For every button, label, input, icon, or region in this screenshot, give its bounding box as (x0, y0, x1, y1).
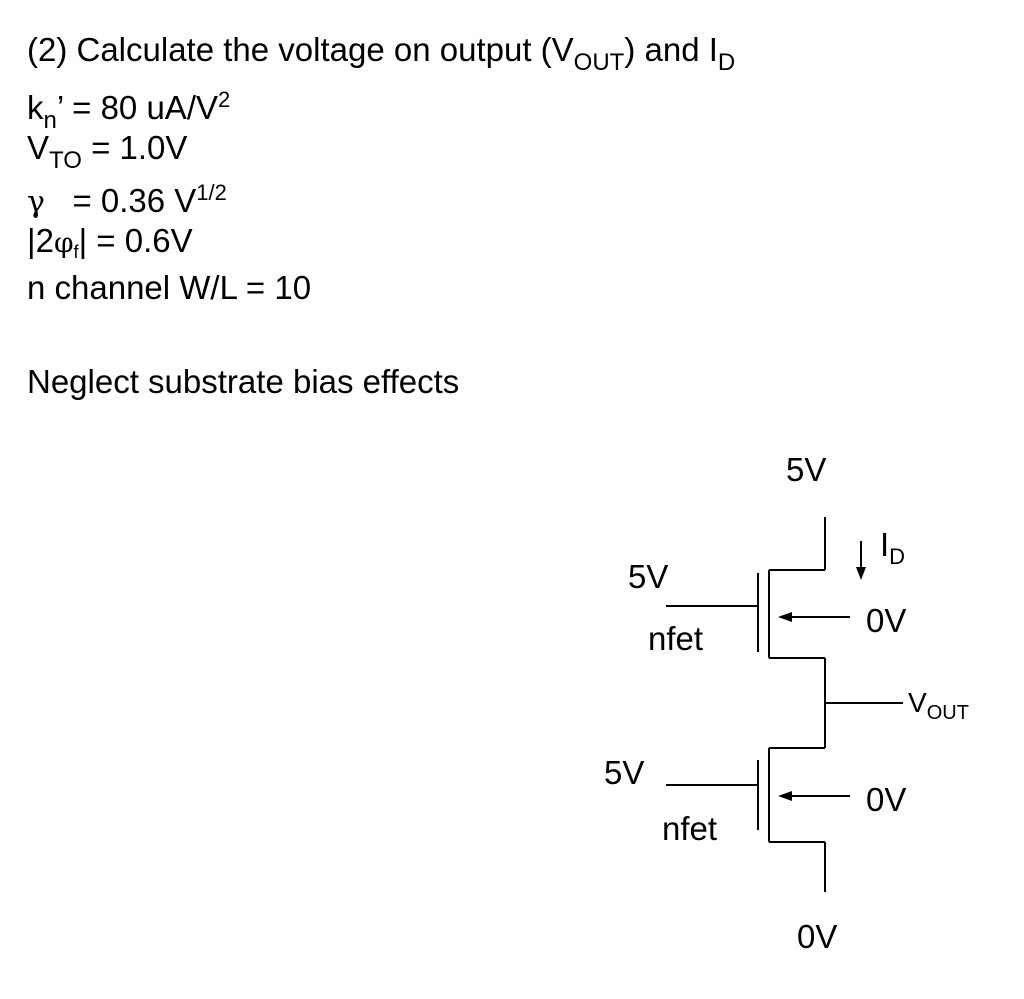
param-gamma: γ = 0.36 V1/2 (27, 180, 227, 220)
phi-symbol: φ (53, 226, 74, 259)
vout-label: VOUT (908, 687, 969, 724)
problem-title: (2) Calculate the voltage on output (VOU… (27, 31, 736, 76)
id-arrowhead (856, 567, 866, 580)
top-body-voltage-label: 0V (866, 602, 906, 639)
vout-subscript: OUT (573, 49, 625, 76)
param-phi: |2φf| = 0.6V (27, 222, 193, 262)
top-gate-voltage-label: 5V (628, 558, 668, 595)
vdd-label: 5V (786, 451, 826, 488)
param-kn: kn’ = 80 uA/V2 (27, 87, 231, 134)
top-body-arrowhead (778, 612, 792, 622)
bottom-fet-type-label: nfet (662, 810, 717, 847)
id-label: ID (880, 526, 905, 569)
bottom-body-arrowhead (778, 791, 792, 801)
top-fet-type-label: nfet (648, 620, 703, 657)
bottom-body-voltage-label: 0V (866, 781, 906, 818)
bottom-gate-voltage-label: 5V (604, 754, 644, 791)
note-substrate-bias: Neglect substrate bias effects (27, 363, 460, 400)
gnd-label: 0V (797, 918, 837, 955)
id-subscript: D (717, 49, 736, 76)
param-wl: n channel W/L = 10 (27, 269, 312, 306)
gamma-symbol: γ (27, 185, 45, 220)
param-vto: VTO = 1.0V (27, 129, 188, 174)
